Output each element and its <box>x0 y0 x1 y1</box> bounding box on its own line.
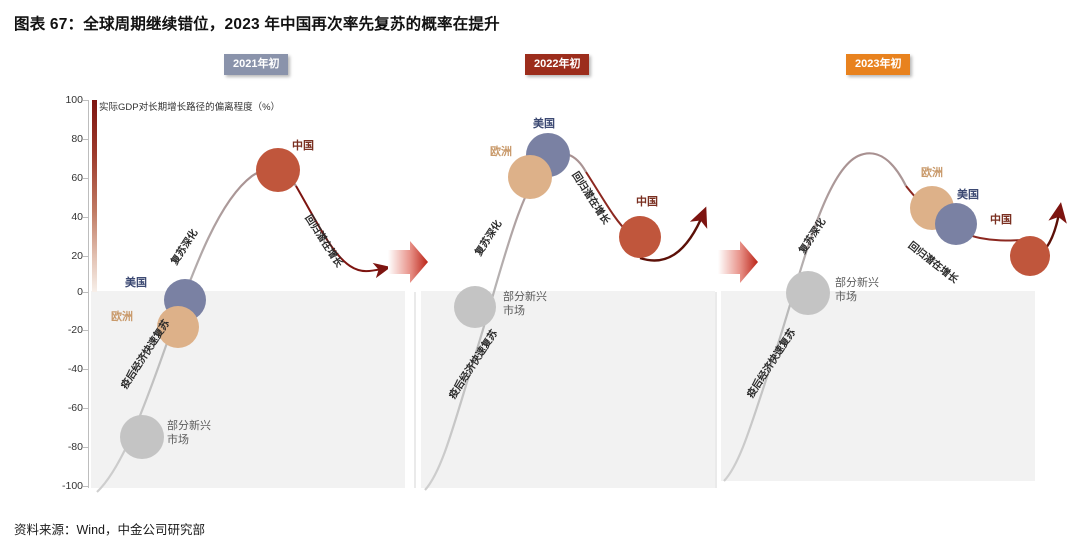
bubble-label-us-2023: 美国 <box>957 189 979 201</box>
s-curve-panel-2023 <box>723 152 907 482</box>
transition-arrow-2 <box>718 241 758 283</box>
bubble-label-emerging-2021: 部分新兴 市场 <box>167 420 211 446</box>
bubble-us-2023[interactable] <box>935 203 977 245</box>
bubble-label-europe-2021: 欧洲 <box>111 311 133 323</box>
figure-source: 资料来源：Wind，中金公司研究部 <box>14 523 205 537</box>
y-tick-n40: -40 <box>67 363 83 375</box>
bubble-europe-2022[interactable] <box>508 155 552 199</box>
bubble-emerging-2022[interactable] <box>454 286 496 328</box>
bubble-emerging-2021[interactable] <box>120 415 164 459</box>
bubble-label-us-2021: 美国 <box>125 277 147 289</box>
y-axis-line <box>88 100 89 488</box>
y-tick-n100: -100 <box>61 480 83 492</box>
period-badge-2023: 2023年初 <box>846 54 911 76</box>
bubble-label-china-2022: 中国 <box>636 196 658 208</box>
bubble-label-china-2023: 中国 <box>990 214 1012 226</box>
bubble-china-2023[interactable] <box>1010 236 1050 276</box>
shaded-region-panel-2023 <box>721 291 1035 481</box>
bubble-label-europe-2022: 欧洲 <box>490 146 512 158</box>
bubble-europe-2021[interactable] <box>157 306 199 348</box>
rise-arrow-panel-2022 <box>639 206 708 262</box>
transition-arrow-1 <box>388 241 428 283</box>
y-tick-80: 80 <box>71 133 83 145</box>
y-tick-n60: -60 <box>67 402 83 414</box>
bubble-label-europe-2023: 欧洲 <box>921 167 943 179</box>
y-tick-20: 20 <box>71 250 83 262</box>
bubble-label-china-2021: 中国 <box>292 140 314 152</box>
period-badge-2022: 2022年初 <box>525 54 590 76</box>
y-tick-n20: -20 <box>67 324 83 336</box>
bubble-label-us-2022: 美国 <box>533 118 555 130</box>
bubble-china-2021[interactable] <box>256 148 300 192</box>
y-tick-60: 60 <box>71 172 83 184</box>
s-curve-panel-2022 <box>424 152 587 491</box>
bubble-label-emerging-2022: 部分新兴 市场 <box>503 291 547 317</box>
period-badge-2021: 2021年初 <box>224 54 289 76</box>
y-tick-n80: -80 <box>67 441 83 453</box>
bubble-china-2022[interactable] <box>619 216 661 258</box>
decline-arrow-panel-2021 <box>295 185 391 279</box>
y-tick-40: 40 <box>71 211 83 223</box>
y-axis-caption: 实际GDP对长期增长路径的偏离程度（%） <box>99 102 281 113</box>
bubble-label-emerging-2023: 部分新兴 市场 <box>835 277 879 303</box>
figure-title: 图表 67：全球周期继续错位，2023 年中国再次率先复苏的概率在提升 <box>14 16 500 33</box>
bubble-emerging-2023[interactable] <box>786 271 830 315</box>
y-tick-100: 100 <box>65 94 83 106</box>
axis-gradient-bar <box>92 100 97 292</box>
y-tick-0: 0 <box>77 286 83 298</box>
